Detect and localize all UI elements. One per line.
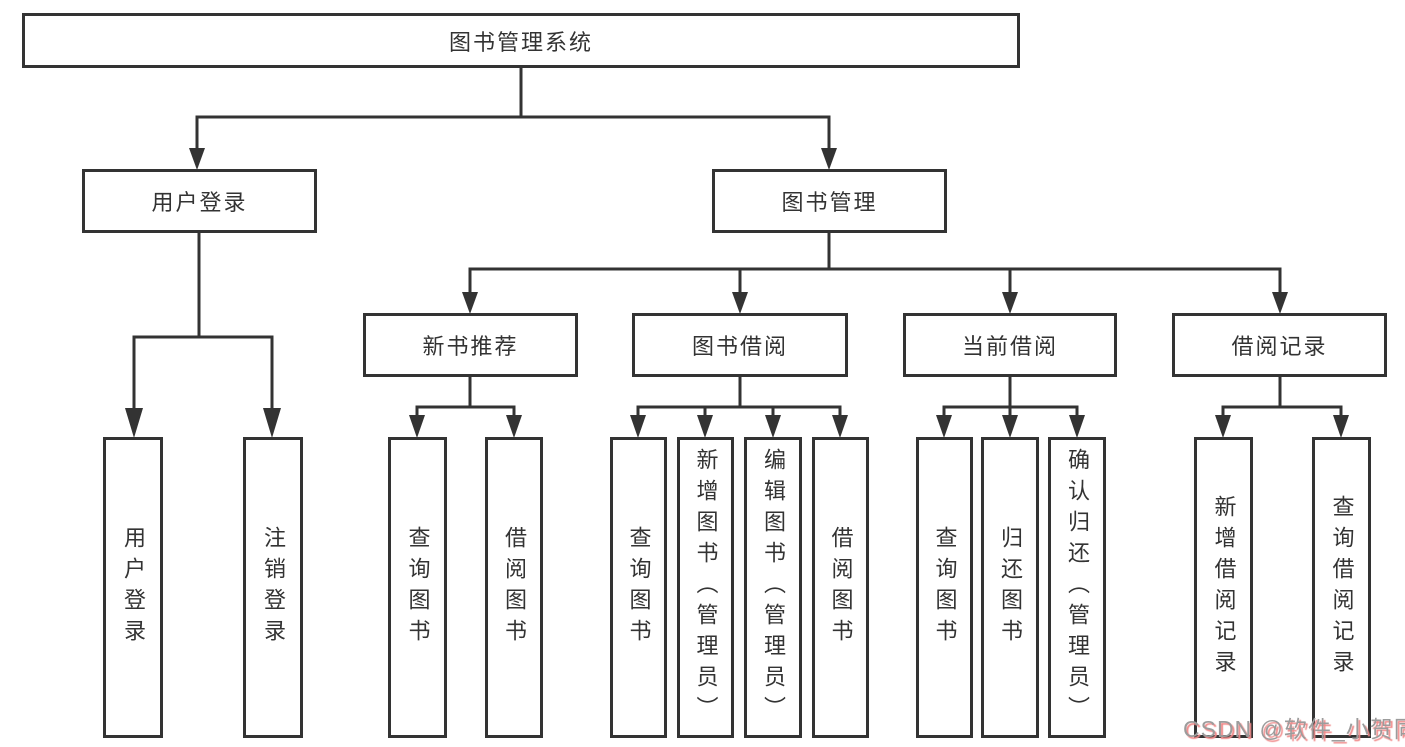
leaf-edit-books-admin: 编辑图书（管理员）	[744, 437, 802, 738]
leaf-user-login: 用户登录	[103, 437, 163, 738]
leaf-borrow-books-1: 借阅图书	[485, 437, 543, 738]
leaf-query-books-1: 查询图书	[388, 437, 447, 738]
watermark: CSDN @软件_小贺同学	[1183, 716, 1405, 742]
leaf-add-books-admin: 新增图书（管理员）	[677, 437, 734, 738]
leaf-query-books-2: 查询图书	[610, 437, 667, 738]
node-book-management: 图书管理	[712, 169, 947, 233]
leaf-return-books: 归还图书	[981, 437, 1039, 738]
node-book-borrow: 图书借阅	[632, 313, 848, 377]
leaf-logout: 注销登录	[243, 437, 303, 738]
node-user-login: 用户登录	[82, 169, 317, 233]
node-current-borrow: 当前借阅	[903, 313, 1117, 377]
node-root: 图书管理系统	[22, 13, 1020, 68]
node-borrow-records: 借阅记录	[1172, 313, 1387, 377]
node-new-book-recommend: 新书推荐	[363, 313, 578, 377]
leaf-confirm-return-admin: 确认归还（管理员）	[1048, 437, 1106, 738]
leaf-add-borrow-record: 新增借阅记录	[1194, 437, 1253, 738]
leaf-query-books-3: 查询图书	[916, 437, 973, 738]
leaf-borrow-books-2: 借阅图书	[812, 437, 869, 738]
leaf-query-borrow-record: 查询借阅记录	[1312, 437, 1371, 738]
